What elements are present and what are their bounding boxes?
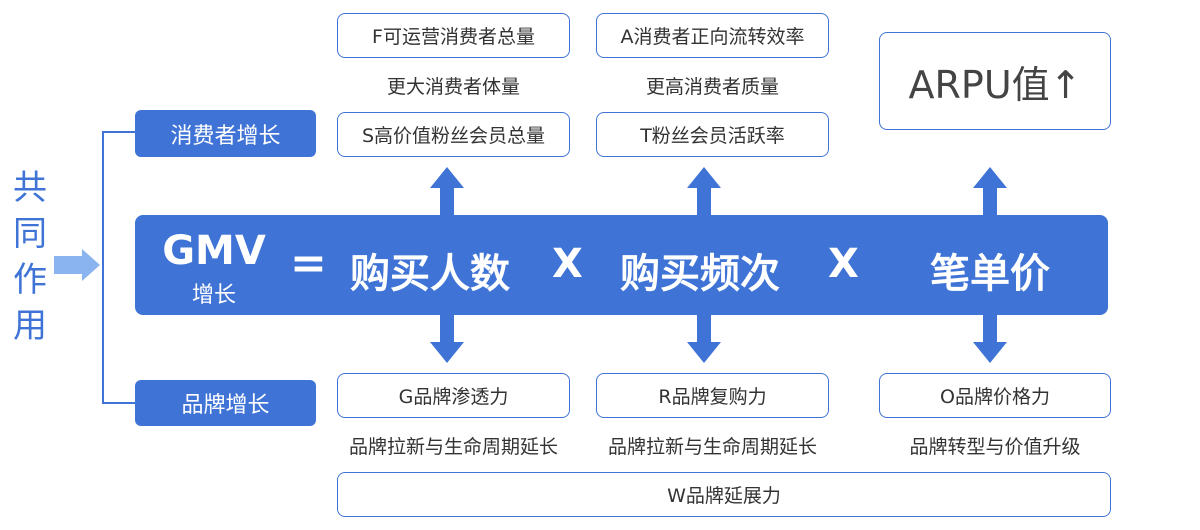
side-label: 共 同 作 用 bbox=[12, 165, 48, 349]
down-arrow-icon bbox=[430, 315, 464, 363]
times-sign: X bbox=[552, 241, 583, 287]
gmv-sub-label: 增长 bbox=[191, 283, 236, 308]
f-caption: 更大消费者体量 bbox=[386, 76, 520, 98]
up-arrow-icon bbox=[430, 167, 464, 215]
buyer-count-term: 购买人数 bbox=[350, 251, 510, 297]
a-caption: 更高消费者质量 bbox=[645, 76, 779, 98]
o-caption: 品牌转型与价值升级 bbox=[909, 436, 1081, 458]
w-extension-box: W品牌延展力 bbox=[337, 472, 1111, 517]
gmv-formula-bar bbox=[135, 215, 1108, 315]
side-label-char: 作 bbox=[13, 260, 47, 300]
brand-growth-tag: 品牌增长 bbox=[135, 380, 316, 426]
down-arrow-icon bbox=[687, 315, 721, 363]
side-label-char: 同 bbox=[13, 214, 47, 254]
side-arrow-icon bbox=[54, 249, 100, 281]
unit-price-term: 笔单价 bbox=[930, 251, 1050, 297]
consumer-growth-tag: 消费者增长 bbox=[135, 110, 316, 157]
o-pricing-box: O品牌价格力 bbox=[879, 373, 1111, 418]
side-label-char: 共 bbox=[13, 168, 47, 208]
r-repurchase-box: R品牌复购力 bbox=[596, 373, 829, 418]
f-consumer-volume-box: F可运营消费者总量 bbox=[337, 13, 570, 58]
r-caption: 品牌拉新与生命周期延长 bbox=[607, 436, 817, 458]
s-fan-member-box: S高价值粉丝会员总量 bbox=[337, 112, 570, 157]
bracket-line bbox=[102, 131, 135, 404]
times-sign: X bbox=[828, 241, 859, 287]
up-arrow-icon bbox=[973, 167, 1007, 215]
g-caption: 品牌拉新与生命周期延长 bbox=[348, 436, 558, 458]
t-member-activity-box: T粉丝会员活跃率 bbox=[596, 112, 829, 157]
up-arrow-icon bbox=[687, 167, 721, 215]
gmv-label: GMV bbox=[162, 228, 266, 274]
purchase-frequency-term: 购买频次 bbox=[620, 251, 780, 297]
a-flow-efficiency-box: A消费者正向流转效率 bbox=[596, 13, 829, 58]
g-penetration-box: G品牌渗透力 bbox=[337, 373, 570, 418]
side-label-char: 用 bbox=[13, 306, 47, 346]
arpu-box: ARPU值↑ bbox=[879, 32, 1111, 130]
equals-sign: = bbox=[290, 238, 327, 289]
down-arrow-icon bbox=[973, 315, 1007, 363]
